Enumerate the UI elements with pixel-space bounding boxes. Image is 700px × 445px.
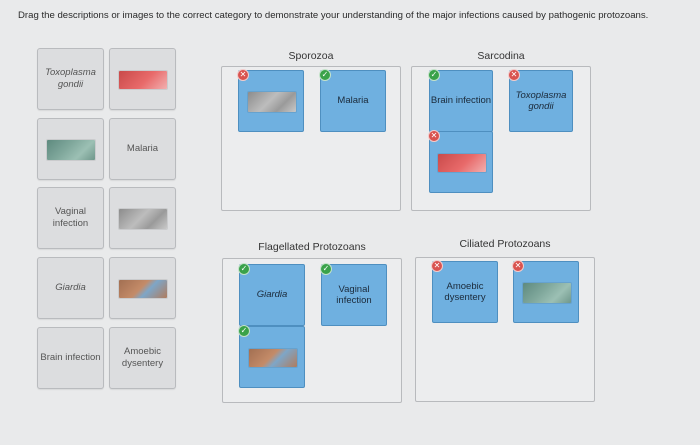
placed-card-image-gray[interactable] bbox=[238, 70, 304, 132]
bank-tile-brain-infection[interactable]: Brain infection bbox=[37, 327, 104, 389]
drop-zone-flagellated[interactable]: Giardia ✓ Vaginal infection ✓ ✓ bbox=[222, 258, 402, 403]
check-icon: ✓ bbox=[428, 69, 440, 81]
tile-label: Giardia bbox=[55, 282, 86, 294]
bank-tile-image-brown[interactable] bbox=[109, 257, 176, 319]
bank-tile-malaria[interactable]: Malaria bbox=[109, 118, 176, 180]
x-icon: ✕ bbox=[431, 260, 443, 272]
check-icon: ✓ bbox=[319, 69, 331, 81]
bank-tile-vaginal-infection[interactable]: Vaginal infection bbox=[37, 187, 104, 249]
protozoa-image bbox=[119, 280, 167, 298]
protozoa-image bbox=[47, 140, 95, 160]
placed-card-amoebic-dysentery[interactable]: Amoebic dysentery bbox=[432, 261, 498, 323]
x-icon: ✕ bbox=[508, 69, 520, 81]
protozoa-image bbox=[248, 92, 296, 112]
card-label: Giardia bbox=[256, 289, 288, 301]
x-icon: ✕ bbox=[428, 130, 440, 142]
protozoa-image bbox=[523, 283, 571, 303]
tile-label: Brain infection bbox=[40, 352, 101, 364]
drop-zone-sporozoa[interactable]: ✕ Malaria ✓ bbox=[221, 66, 401, 211]
placed-card-toxoplasma[interactable]: Toxoplasma gondii bbox=[509, 70, 573, 132]
x-icon: ✕ bbox=[512, 260, 524, 272]
card-label: Amoebic dysentery bbox=[444, 280, 486, 303]
bank-tile-giardia[interactable]: Giardia bbox=[37, 257, 104, 319]
placed-card-malaria[interactable]: Malaria bbox=[320, 70, 386, 132]
bank-tile-toxoplasma[interactable]: Toxoplasma gondii bbox=[37, 48, 104, 110]
check-icon: ✓ bbox=[238, 263, 250, 275]
placed-card-vaginal-infection[interactable]: Vaginal infection bbox=[321, 264, 387, 326]
protozoa-image bbox=[249, 349, 297, 367]
drop-zone-sarcodina[interactable]: Brain infection ✓ Toxoplasma gondii ✕ ✕ bbox=[411, 66, 591, 211]
instructions: Drag the descriptions or images to the c… bbox=[18, 10, 649, 21]
placed-card-brain-infection[interactable]: Brain infection bbox=[429, 70, 493, 132]
tile-label: Malaria bbox=[126, 143, 159, 155]
card-label: Toxoplasma gondii bbox=[515, 89, 567, 112]
protozoa-image bbox=[438, 154, 486, 172]
category-title-ciliated: Ciliated Protozoans bbox=[459, 238, 551, 250]
placed-card-image-red[interactable] bbox=[429, 131, 493, 193]
check-icon: ✓ bbox=[320, 263, 332, 275]
bank-tile-amoebic-dysentery[interactable]: Amoebic dysentery bbox=[109, 327, 176, 389]
placed-card-image-brown[interactable] bbox=[239, 326, 305, 388]
tile-label: Toxoplasma gondii bbox=[45, 67, 96, 90]
category-title-sarcodina: Sarcodina bbox=[477, 50, 525, 62]
category-title-sporozoa: Sporozoa bbox=[288, 50, 334, 62]
tile-label: Vaginal infection bbox=[52, 206, 89, 229]
card-label: Vaginal infection bbox=[336, 283, 372, 306]
x-icon: ✕ bbox=[237, 69, 249, 81]
tile-label: Amoebic dysentery bbox=[121, 346, 164, 369]
card-label: Malaria bbox=[337, 95, 369, 107]
placed-card-image-green[interactable] bbox=[513, 261, 579, 323]
category-title-flagellated: Flagellated Protozoans bbox=[258, 241, 366, 253]
check-icon: ✓ bbox=[238, 325, 250, 337]
bank-tile-image-gray[interactable] bbox=[109, 187, 176, 249]
bank-tile-image-red[interactable] bbox=[109, 48, 176, 110]
drop-zone-ciliated[interactable]: Amoebic dysentery ✕ ✕ bbox=[415, 257, 595, 402]
bank-tile-image-green[interactable] bbox=[37, 118, 104, 180]
protozoa-image bbox=[119, 209, 167, 229]
placed-card-giardia[interactable]: Giardia bbox=[239, 264, 305, 326]
protozoa-image bbox=[119, 71, 167, 89]
card-label: Brain infection bbox=[430, 95, 492, 107]
